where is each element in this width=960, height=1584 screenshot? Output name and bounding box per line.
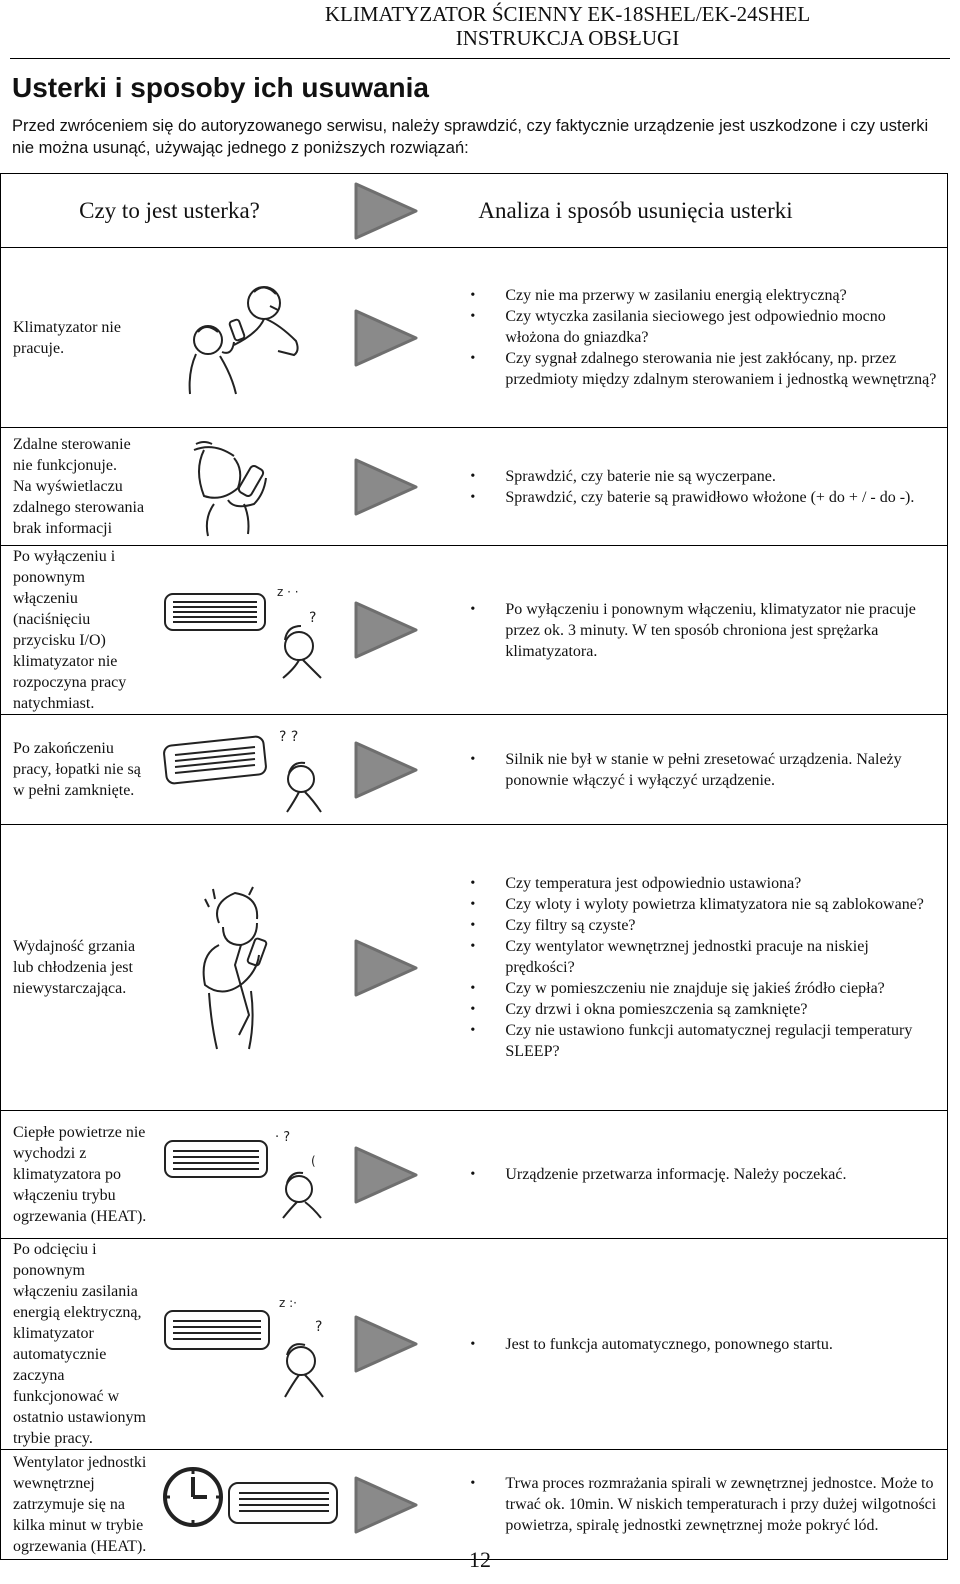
table-row: Wydajność grzania lub chłodzenia jest ni… — [0, 824, 949, 1111]
solution-list: Jest to funkcja automatycznego, ponowneg… — [456, 1334, 947, 1355]
arrow-icon — [318, 427, 457, 546]
page-number: 12 — [469, 1547, 491, 1572]
solution-list: Czy nie ma przerwy w zasilaniu energią e… — [456, 285, 947, 390]
table-row: Wentylator jednostki wewnętrznej zatrzym… — [0, 1449, 949, 1560]
header-manual-line: INSTRUKCJA OBSŁUGI — [455, 26, 680, 50]
problem-description: Zdalne sterowanie nie funkcjonuje. Na wy… — [13, 436, 145, 537]
table-row: Ciepłe powietrze nie wychodzi z klimatyz… — [0, 1110, 949, 1239]
column-header-question: Czy to jest usterka? — [79, 197, 260, 223]
solution-list: Czy temperatura jest odpowiednio ustawio… — [456, 873, 947, 1062]
arrow-icon — [318, 1238, 457, 1450]
solution-item: Urządzenie przetwarza informację. Należy… — [470, 1164, 939, 1185]
arrow-icon — [318, 1110, 457, 1239]
problem-description: Wydajność grzania lub chłodzenia jest ni… — [13, 938, 136, 997]
solution-item: Czy nie ma przerwy w zasilaniu energią e… — [470, 285, 939, 306]
svg-text:?: ? — [315, 1319, 322, 1335]
arrow-icon — [318, 247, 457, 428]
solution-item: Trwa proces rozmrażania spirali w zewnęt… — [470, 1473, 939, 1536]
ac-unit-waiting-person-icon: · ? ( — [159, 1110, 323, 1239]
column-header-answer: Analiza i sposób usunięcia usterki — [478, 197, 793, 223]
problem-description: Po wyłączeniu i ponownym włączeniu (naci… — [13, 548, 127, 712]
table-row: Po odcięciu i ponownym włączeniu zasilan… — [0, 1238, 949, 1450]
solution-item: Czy w pomieszczeniu nie znajduje się jak… — [470, 978, 939, 999]
arrow-icon — [318, 545, 457, 715]
svg-text:· ?: · ? — [275, 1130, 290, 1145]
solution-list: Silnik nie był w stanie w pełni zresetow… — [456, 749, 947, 791]
document-header: KLIMATYZATOR ŚCIENNY EK-18SHEL/EK-24SHEL… — [0, 2, 960, 50]
page-title: Usterki i sposoby ich usuwania — [12, 72, 430, 103]
table-header-row: Czy to jest usterka? Analiza i sposób us… — [0, 173, 949, 248]
problem-description: Po zakończeniu pracy, łopatki nie są w p… — [13, 740, 141, 799]
svg-text:(: ( — [311, 1154, 316, 1168]
solution-list: Urządzenie przetwarza informację. Należy… — [456, 1164, 947, 1185]
ac-unit-open-louvers-icon: ? ? — [159, 714, 323, 825]
svg-text:z :·: z :· — [279, 1296, 297, 1310]
problem-description: Ciepłe powietrze nie wychodzi z klimatyz… — [13, 1124, 147, 1225]
ac-unit-puzzled-person-icon: z · · ? — [159, 545, 322, 715]
table-row: Po wyłączeniu i ponownym włączeniu (naci… — [0, 545, 949, 715]
problem-description: Wentylator jednostki wewnętrznej zatrzym… — [13, 1454, 147, 1555]
problem-description: Po odcięciu i ponownym włączeniu zasilan… — [13, 1241, 146, 1447]
header-arrow-icon — [318, 173, 457, 248]
intro-paragraph: Przed zwróceniem się do autoryzowanego s… — [12, 117, 929, 157]
solution-list: Po wyłączeniu i ponownym włączeniu, klim… — [456, 599, 947, 662]
table-row: Zdalne sterowanie nie funkcjonuje. Na wy… — [0, 427, 949, 546]
solution-item: Czy wtyczka zasilania sieciowego jest od… — [470, 306, 939, 348]
solution-item: Czy drzwi i okna pomieszczenia są zamkni… — [470, 999, 939, 1020]
solution-item: Po wyłączeniu i ponownym włączeniu, klim… — [470, 599, 939, 662]
ac-unit-surprised-person-icon: z :· ? — [159, 1238, 325, 1450]
header-model-line: KLIMATYZATOR ŚCIENNY EK-18SHEL/EK-24SHEL — [324, 2, 811, 26]
solution-item: Czy temperatura jest odpowiednio ustawio… — [470, 873, 939, 894]
svg-text:z · ·: z · · — [277, 585, 299, 599]
solution-item: Czy wentylator wewnętrznej jednostki pra… — [470, 936, 939, 978]
solution-list: Sprawdzić, czy baterie nie są wyczerpane… — [456, 466, 947, 508]
solution-list: Trwa proces rozmrażania spirali w zewnęt… — [456, 1473, 947, 1536]
table-row: Klimatyzator nie pracuje. Czy nie ma prz… — [0, 247, 949, 428]
troubleshooting-table: Czy to jest usterka? Analiza i sposób us… — [0, 173, 949, 1560]
clock-and-ac-unit-icon — [159, 1449, 339, 1560]
solution-item: Sprawdzić, czy baterie nie są wyczerpane… — [470, 466, 939, 487]
svg-text:?: ? — [309, 610, 316, 626]
person-looking-at-remote-icon — [159, 427, 319, 546]
header-divider — [10, 58, 950, 59]
arrow-icon — [318, 714, 457, 825]
table-row: Po zakończeniu pracy, łopatki nie są w p… — [0, 714, 949, 825]
problem-description: Klimatyzator nie pracuje. — [13, 318, 121, 357]
two-people-remote-icon — [159, 247, 319, 428]
arrow-icon — [318, 824, 457, 1111]
svg-text:? ?: ? ? — [279, 729, 298, 745]
solution-item: Czy sygnał zdalnego sterowania nie jest … — [470, 348, 939, 390]
solution-item: Czy filtry są czyste? — [470, 915, 939, 936]
solution-item: Silnik nie był w stanie w pełni zresetow… — [470, 749, 939, 791]
solution-item: Czy wloty i wyloty powietrza klimatyzato… — [470, 894, 939, 915]
arrow-icon — [318, 1449, 457, 1560]
sweating-person-remote-icon — [159, 824, 319, 1111]
solution-item: Jest to funkcja automatycznego, ponowneg… — [470, 1334, 939, 1355]
solution-item: Sprawdzić, czy baterie są prawidłowo wło… — [470, 487, 939, 508]
solution-item: Czy nie ustawiono funkcji automatycznej … — [470, 1020, 939, 1062]
